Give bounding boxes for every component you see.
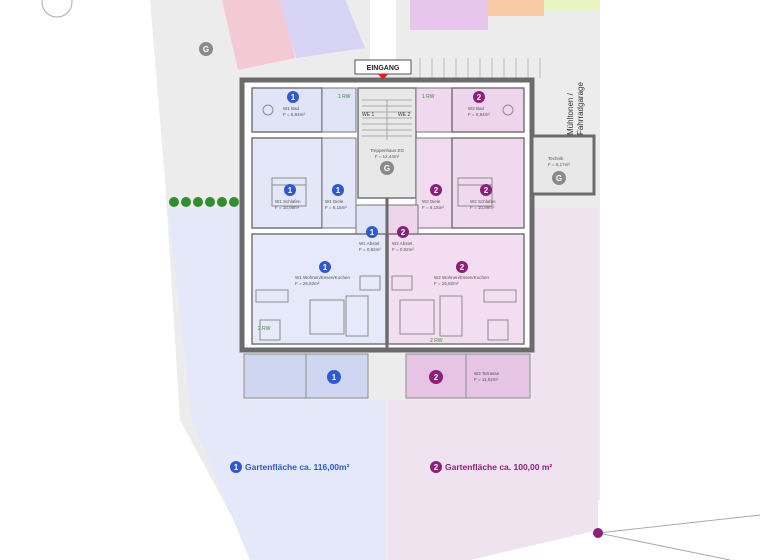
svg-text:Gartenfläche ca. 100,00 m²: Gartenfläche ca. 100,00 m² bbox=[445, 462, 552, 472]
w2-storage-name: W2 Abstel. bbox=[392, 241, 414, 246]
svg-text:2: 2 bbox=[434, 186, 439, 195]
door-tag-we2: WE 2 bbox=[398, 112, 410, 118]
path-strip bbox=[370, 0, 396, 60]
w2-room-count: 1 RW bbox=[422, 94, 435, 100]
w2-sleep bbox=[451, 137, 525, 229]
entrance-label: EINGANG bbox=[367, 65, 400, 72]
w2-living-area: F = 26,82m² bbox=[434, 281, 459, 286]
w2-terrace bbox=[405, 353, 531, 399]
furniture bbox=[255, 104, 517, 341]
w2-badges bbox=[397, 91, 492, 384]
w1-corridor bbox=[321, 87, 357, 133]
w1-hall-name: W1 Diele bbox=[325, 199, 344, 204]
svg-text:1: 1 bbox=[234, 463, 239, 472]
svg-text:G: G bbox=[384, 164, 390, 173]
w2-sleep-name: W2 Schlafen bbox=[470, 199, 496, 204]
w2-hall-name: W2 Diele bbox=[422, 199, 441, 204]
svg-text:2: 2 bbox=[477, 93, 482, 102]
stair-area: F = 12,44m² bbox=[375, 154, 400, 159]
w2-terrace-area: F = 11,02m² bbox=[474, 377, 499, 382]
svg-text:1: 1 bbox=[336, 186, 341, 195]
parking-block-lime bbox=[544, 0, 600, 10]
parking-hatch bbox=[419, 58, 541, 78]
w1-living-name: W1 Wohnen/Essen/Kochen bbox=[295, 275, 350, 280]
svg-text:1: 1 bbox=[370, 228, 375, 237]
w2-sleep-area: F = 10,99m² bbox=[470, 205, 495, 210]
technik-room bbox=[530, 134, 596, 196]
w1-hall-area: F = 6,15m² bbox=[325, 205, 347, 210]
stair-label: Treppenhaus EG bbox=[370, 148, 405, 153]
w2-living-name: W2 Wohnen/Essen/Kochen bbox=[434, 275, 489, 280]
w2-living bbox=[387, 233, 525, 345]
w2-hall-area: F = 6,15m² bbox=[422, 205, 444, 210]
svg-text:1: 1 bbox=[332, 373, 337, 382]
parking-block-purple bbox=[410, 0, 488, 30]
marker-g-technik: G bbox=[552, 171, 566, 185]
svg-text:1: 1 bbox=[291, 93, 296, 102]
svg-text:2: 2 bbox=[434, 463, 439, 472]
svg-text:G: G bbox=[556, 174, 562, 183]
w1-sleep bbox=[251, 137, 323, 229]
w2-hall bbox=[415, 137, 453, 229]
top-left-circle bbox=[41, 0, 73, 18]
w2-bath bbox=[451, 87, 525, 133]
garden-area-1 bbox=[168, 208, 386, 560]
stair-steps bbox=[362, 99, 412, 140]
w2-bath-area: F = 5,84m² bbox=[468, 112, 490, 117]
door-tag-we1: WE 1 bbox=[362, 112, 374, 118]
w1-terrace-count: 2 RW bbox=[258, 326, 271, 332]
garden-label-1: 1 Gartenfläche ca. 116,00m² bbox=[230, 461, 350, 473]
w1-bath-area: F = 5,84m² bbox=[283, 112, 305, 117]
w1-badge-numbers: 1 1 1 1 1 1 bbox=[288, 93, 375, 382]
w2-bath-name: W2 Bad bbox=[468, 106, 485, 111]
boundary-line bbox=[597, 514, 761, 534]
svg-text:2: 2 bbox=[434, 373, 439, 382]
parking-block-peach bbox=[488, 0, 544, 16]
w2-badge-numbers: 2 2 2 2 2 2 bbox=[401, 93, 489, 382]
w1-living-area: F = 26,82m² bbox=[295, 281, 320, 286]
svg-text:2: 2 bbox=[460, 263, 465, 272]
w1-bath-name: W1 Bad bbox=[283, 106, 300, 111]
parking-block-lilac bbox=[280, 0, 365, 58]
w1-room-count: 1 RW bbox=[338, 94, 351, 100]
w1-hall bbox=[321, 137, 357, 229]
garage-label: Mühltonen / Fahrradgarage bbox=[566, 82, 585, 135]
w2-terrace-name: W2 Terrasse bbox=[474, 371, 500, 376]
svg-text:Mühltonen /: Mühltonen / bbox=[566, 92, 575, 135]
technik-area: F = 6,17m² bbox=[548, 162, 570, 167]
svg-text:2: 2 bbox=[484, 186, 489, 195]
technik-label: Technik bbox=[548, 156, 564, 161]
svg-text:1: 1 bbox=[323, 263, 328, 272]
boundary-line-2 bbox=[597, 532, 731, 560]
garden-area-2 bbox=[388, 208, 598, 560]
entrance-arrow-icon bbox=[378, 74, 388, 80]
w1-bath bbox=[251, 87, 323, 133]
garden-label-2: 2 Gartenfläche ca. 100,00 m² bbox=[430, 461, 552, 473]
hedge bbox=[169, 197, 239, 207]
w2-terrace-count: 2 RW bbox=[430, 338, 443, 344]
w1-storage-area: F = 0,92m² bbox=[359, 247, 381, 252]
w2-storage-area: F = 0,92m² bbox=[392, 247, 414, 252]
w1-badges bbox=[284, 91, 378, 384]
svg-text:2: 2 bbox=[401, 228, 406, 237]
svg-text:1: 1 bbox=[288, 186, 293, 195]
parking-block-pink bbox=[222, 0, 295, 70]
svg-text:G: G bbox=[203, 45, 209, 54]
w1-storage-name: W1 Abstel. bbox=[359, 241, 381, 246]
svg-text:Fahrradgarage: Fahrradgarage bbox=[576, 82, 585, 135]
w1-sleep-area: F = 10,99m² bbox=[275, 205, 300, 210]
marker-g-top: G bbox=[199, 42, 213, 56]
svg-text:Gartenfläche ca. 116,00m²: Gartenfläche ca. 116,00m² bbox=[245, 462, 350, 472]
marker-g-stair: G bbox=[380, 161, 394, 175]
boundary-point bbox=[593, 528, 603, 538]
w1-sleep-name: W1 Schlafen bbox=[275, 199, 301, 204]
